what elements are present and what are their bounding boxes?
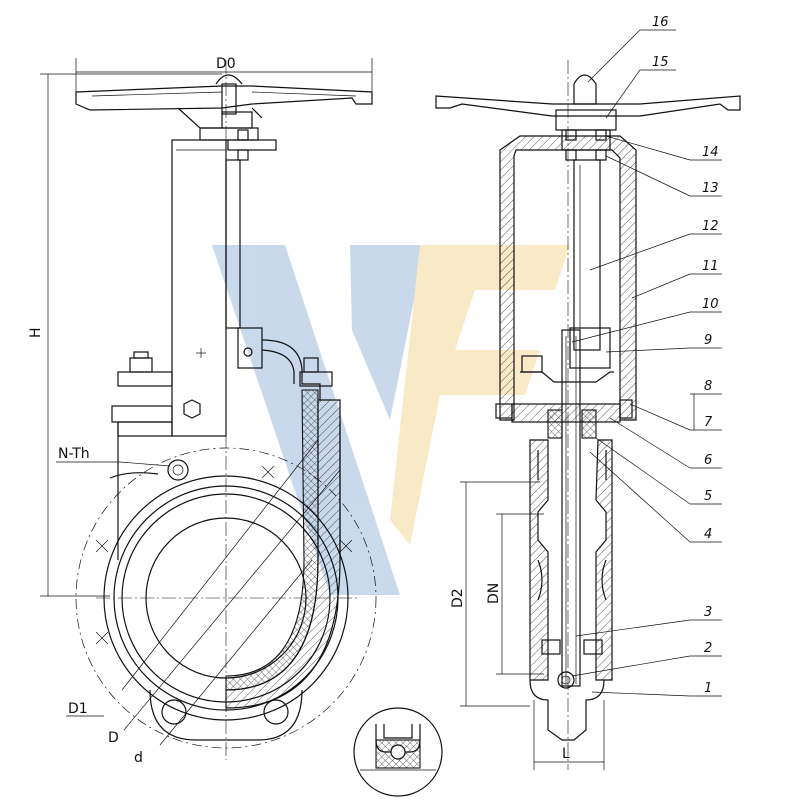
- dim-l: L: [533, 700, 605, 770]
- dim-h: H: [28, 73, 222, 597]
- part-3: 3: [704, 605, 712, 620]
- side-view: [435, 60, 741, 770]
- label-d: D: [108, 730, 119, 746]
- front-view: [75, 60, 377, 760]
- label-l: L: [562, 746, 570, 762]
- part-8: 8: [704, 379, 712, 394]
- part-4: 4: [704, 527, 712, 542]
- part-13: 13: [702, 181, 719, 196]
- watermark-v-right: [350, 245, 425, 420]
- watermark-f-stem: [390, 245, 570, 545]
- part-14: 14: [702, 145, 719, 160]
- dim-d0: D0: [75, 56, 373, 96]
- part-16: 16: [652, 15, 669, 30]
- part-11: 11: [702, 259, 719, 274]
- part-10: 10: [702, 297, 719, 312]
- dim-d2: D2: [450, 481, 540, 707]
- label-dn: DN: [486, 583, 502, 604]
- part-12: 12: [702, 219, 719, 234]
- label-d1: D1: [68, 701, 88, 717]
- part-5: 5: [704, 489, 712, 504]
- part-6: 6: [704, 453, 712, 468]
- dim-dn: DN: [486, 513, 544, 675]
- label-h: H: [28, 327, 44, 338]
- seal-detail-inset: [353, 707, 443, 797]
- part-2: 2: [704, 641, 712, 656]
- label-n-th: N-Th: [58, 446, 90, 462]
- label-d0: D0: [216, 56, 236, 72]
- part-callouts: 16 15 14 13 12 11 10 9 8 7: [571, 15, 722, 697]
- part-15: 15: [652, 55, 669, 70]
- label-d-small: d: [134, 750, 143, 766]
- part-7: 7: [704, 415, 713, 430]
- part-9: 9: [704, 333, 712, 348]
- label-d2: D2: [450, 588, 466, 608]
- part-1: 1: [704, 681, 712, 696]
- dim-n-th: N-Th: [56, 446, 171, 467]
